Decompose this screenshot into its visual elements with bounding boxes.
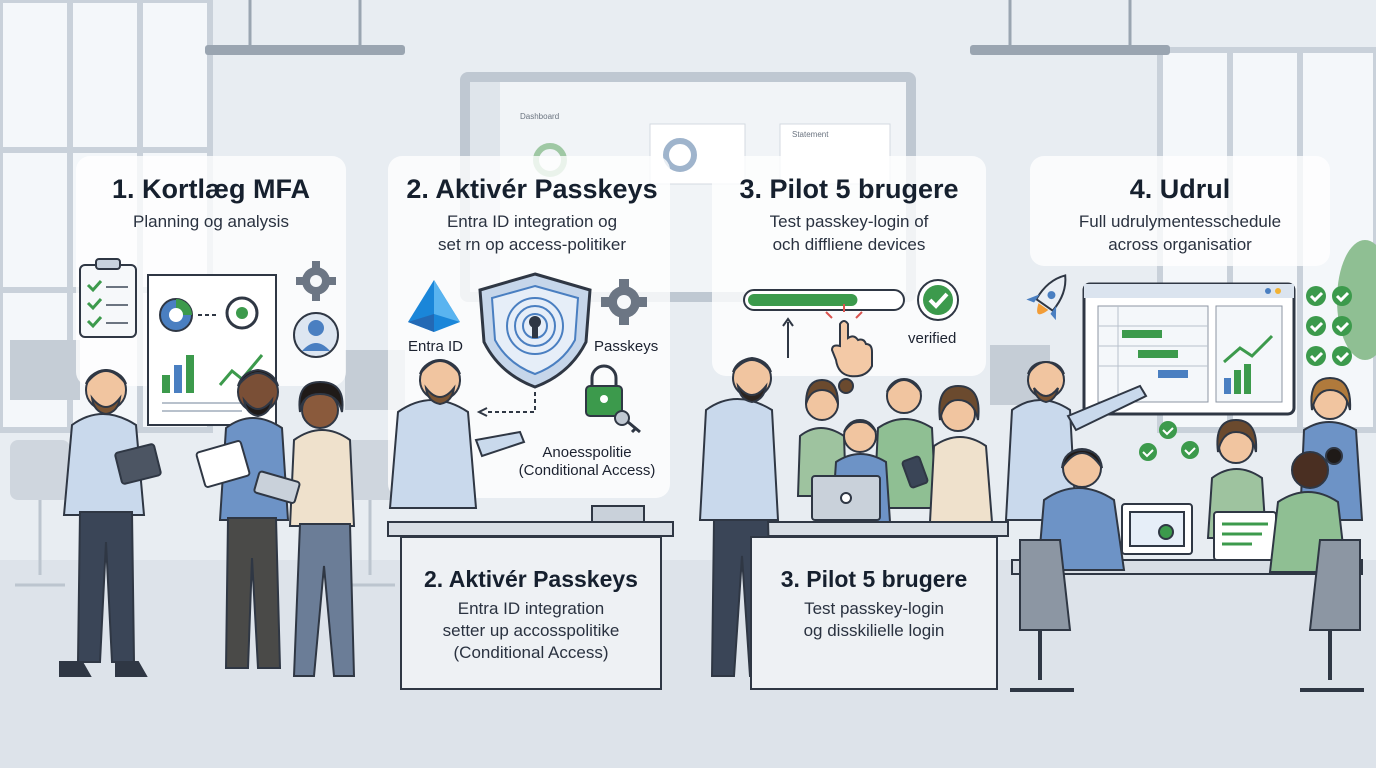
desk-card-step-3-line-1: Test passkey-login bbox=[804, 599, 944, 618]
passkeys-label: Passkeys bbox=[594, 338, 659, 355]
entra-id-logo-icon bbox=[408, 280, 460, 332]
rocket-icon bbox=[1026, 274, 1067, 321]
verified-check-icon bbox=[917, 279, 959, 321]
access-policy-label-line-1: Anoesspolitie bbox=[542, 444, 632, 461]
step-2-subtitle-line-1: Entra ID integration og bbox=[446, 212, 618, 231]
step-1-title: 1. Kortlæg MFA bbox=[111, 174, 310, 204]
gear-icon bbox=[296, 261, 336, 301]
clipboard-checklist-icon bbox=[79, 258, 137, 338]
desk-card-step-2-line-2: setter up accosspolitike bbox=[442, 621, 620, 640]
step-2-subtitle-line-2: set rn op access-politiker bbox=[437, 235, 627, 254]
step-3-subtitle-line-2: och diffliene devices bbox=[772, 235, 926, 254]
step-3-title: 3. Pilot 5 brugere bbox=[739, 174, 959, 204]
step-3-illustration bbox=[743, 279, 959, 378]
step-3-subtitle-line-1: Test passkey-login of bbox=[769, 212, 929, 231]
desk-card-step-3-line-2: og disskilielle login bbox=[803, 621, 945, 640]
step-4-title: 4. Udrul bbox=[1129, 174, 1231, 204]
step-4-subtitle-line-1: Full udrulymentesschedule bbox=[1078, 212, 1282, 231]
floating-check-icons bbox=[1139, 421, 1199, 461]
deployment-schedule-dashboard-icon bbox=[1082, 282, 1296, 416]
progress-fill bbox=[748, 294, 858, 306]
desk-card-step-2 bbox=[400, 536, 662, 690]
step-1-illustration bbox=[79, 258, 339, 426]
entra-id-label: Entra ID bbox=[408, 338, 464, 355]
step-1-subtitle: Planning og analysis bbox=[133, 212, 289, 231]
access-policy-label-line-2: (Conditional Access) bbox=[518, 462, 656, 479]
step-2-title: 2. Aktivér Passkeys bbox=[406, 174, 658, 204]
pointing-hand-icon bbox=[825, 304, 873, 378]
desk-card-step-3 bbox=[750, 536, 998, 690]
step-4-panel bbox=[1030, 156, 1330, 266]
lock-key-icon bbox=[585, 364, 641, 434]
fingerprint-shield-icon bbox=[478, 272, 592, 389]
verified-label: verified bbox=[908, 330, 957, 347]
desk-card-step-2-line-1: Entra ID integration bbox=[457, 599, 605, 618]
gear-icon bbox=[601, 279, 647, 325]
desk-card-step-2-title: 2. Aktivér Passkeys bbox=[424, 566, 638, 592]
user-avatar-icon bbox=[293, 312, 339, 358]
analysis-board-icon bbox=[147, 274, 277, 426]
step-4-illustration bbox=[1026, 274, 1352, 461]
check-grid-icon bbox=[1306, 286, 1352, 366]
desk-card-step-3-title: 3. Pilot 5 brugere bbox=[780, 566, 968, 592]
step-4-subtitle-line-2: across organisatior bbox=[1108, 235, 1252, 254]
monitor-label: Dashboard bbox=[520, 112, 560, 121]
desk-card-step-2-line-3: (Conditional Access) bbox=[453, 643, 609, 662]
monitor-card-label: Statement bbox=[792, 130, 829, 139]
step-2-illustration bbox=[408, 272, 647, 434]
